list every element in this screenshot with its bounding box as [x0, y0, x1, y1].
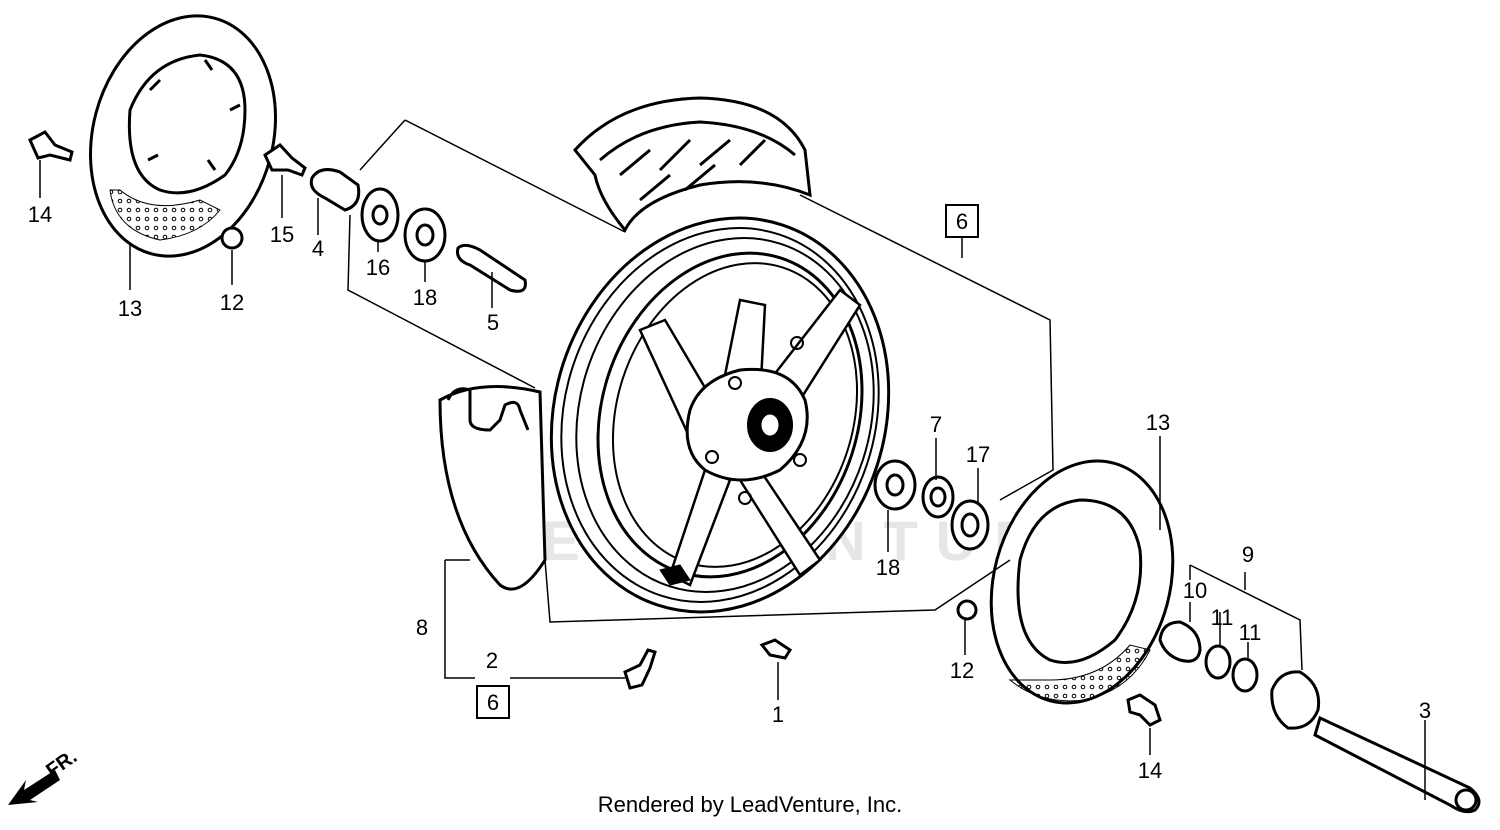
footer-credit: Rendered by LeadVenture, Inc.: [597, 792, 903, 817]
callout-6-bottom: 6: [487, 690, 499, 715]
callout-15: 15: [270, 222, 294, 247]
callout-13: 13: [118, 296, 142, 321]
callout-11-b: 11: [1239, 620, 1262, 645]
callout-10: 10: [1183, 578, 1207, 603]
callout-3: 3: [1419, 698, 1431, 723]
callout-16: 16: [366, 255, 390, 280]
callout-7: 7: [930, 412, 942, 437]
leader-lines: [39, 119, 1426, 800]
callout-9: 9: [1242, 542, 1254, 567]
wheel-rim: [549, 216, 891, 614]
callout-12: 12: [220, 290, 244, 315]
callout-18-right: 18: [876, 555, 900, 580]
callout-6: 6: [956, 209, 968, 234]
tire-tread-part: [573, 96, 812, 233]
callout-box-6-bottom: [476, 685, 510, 719]
tube-part: [438, 385, 547, 591]
callout-18: 18: [413, 285, 437, 310]
callout-11: 11: [1211, 605, 1234, 630]
callout-5: 5: [487, 310, 499, 335]
callout-13-right: 13: [1146, 410, 1170, 435]
brake-disc-left: [89, 14, 277, 258]
brake-disc-right: [989, 459, 1175, 705]
callout-1: 1: [772, 702, 784, 727]
callout-12-right: 12: [950, 658, 974, 683]
callout-14: 14: [28, 202, 52, 227]
callout-8: 8: [416, 615, 428, 640]
small-parts: [28, 130, 1481, 814]
callout-17: 17: [966, 442, 990, 467]
callout-labels: 14 13 12 15 4 16 18 5 6 7 17 13 18 9 10 …: [28, 202, 1431, 783]
callout-14-right: 14: [1138, 758, 1162, 783]
arrow-icon: [8, 770, 60, 805]
callout-2: 2: [486, 648, 498, 673]
callout-4: 4: [312, 236, 324, 261]
callout-box-6-top: [945, 204, 979, 238]
